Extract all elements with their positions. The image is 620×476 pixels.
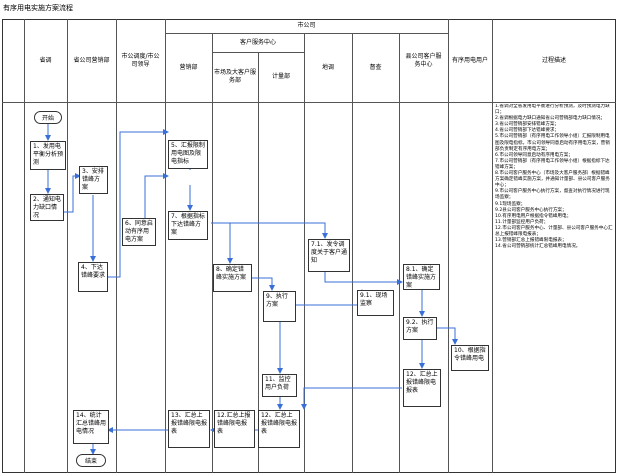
step-3-peak-plan: 3、安排错峰方案 (79, 166, 108, 194)
step-9-2-county-execute: 9.2、执行方案 (403, 317, 437, 340)
page-title: 有序用电实施方案流程 (3, 4, 73, 12)
header-market-service: 市场及大客户服务部 (214, 69, 257, 84)
swimlane-frame (2, 19, 616, 473)
desc-line: 4.省公司营销部下达错峰要求； (495, 128, 560, 134)
step-5-report-limits: 5、汇报限制用电图及限电指标 (168, 140, 208, 169)
start-node: 开始 (34, 111, 62, 124)
desc-line: 14.省公司营销部统计汇总错峰用电情况。 (495, 244, 581, 250)
desc-line: 1.省调对全省发用电平衡进行分析预测，及时预测电力缺口； (495, 104, 610, 116)
desc-line: 10.有序用电用户根据指令错峰用电； (495, 213, 572, 219)
step-7-issue-plan: 7、根据指标下达错峰方案 (168, 211, 208, 240)
step-9-execute-plan: 9、执行方案 (263, 291, 296, 322)
desc-line: 8.市公司客户服务中心（市场及大客户服务部）根据错峰方案确定错峰实施方案，并通知… (495, 171, 610, 189)
process-description: 1.省调对全省发用电平衡进行分析预测，及时预测电力缺口； 2.省调根据电力缺口通… (495, 104, 613, 466)
step-14-summary: 14、统计汇总错峰用电情况 (73, 410, 109, 444)
step-8-1-county-plan: 8.1、确定错峰实施方案 (403, 264, 440, 290)
step-7-1-dispatch-notice: 7.1、发令调度关于客户通知 (308, 239, 350, 272)
header-divider-city (165, 33, 448, 34)
desc-line: 5.市公司营销部（有序用电工作领导小组）汇报限制用电图及限电指标，市公司领导同意… (495, 134, 610, 152)
col-divider (165, 19, 166, 473)
step-9-1-field-inspection: 9.1、现场监察 (357, 290, 394, 316)
step-13-marketing-report: 13、汇总上报错峰限电报表 (168, 410, 210, 448)
header-process-description: 过程描述 (541, 56, 566, 64)
col-divider (304, 33, 305, 473)
col-divider (448, 19, 449, 473)
header-marketing-dept: 营销部 (179, 63, 198, 71)
step-8-confirm-plan: 8、确定错峰实施方案 (213, 264, 252, 292)
desc-line: 11.计量部监控用户负荷； (495, 219, 549, 225)
header-bottom-line (2, 102, 616, 103)
desc-line: 6.市公司领导同意启动有序用电方案； (495, 152, 573, 158)
header-orderly-customer: 有序用电用户 (451, 56, 488, 64)
col-divider (399, 33, 400, 473)
step-1-balance-forecast: 1、发用电平衡分析预测 (30, 141, 66, 170)
desc-line: 9.1现场监察； (495, 201, 526, 207)
step-12-metering-report: 12、汇总上报错峰限电报表 (258, 410, 300, 448)
desc-line: 12.市公司客户服务中心、计量部、县公司客户服务中心汇总上报错峰限电报表； (495, 225, 613, 237)
step-4-issue-requirement: 4、下达错峰要求 (78, 262, 108, 292)
col-divider (492, 19, 493, 473)
desc-line: 13.营销部汇总上报错峰限电报表； (495, 238, 567, 244)
header-dispatch: 地调 (321, 63, 334, 71)
header-city-dispatch: 市公调度/市公司领导 (121, 52, 160, 68)
step-12-county-report: 12、汇总上报错峰限电报表 (403, 369, 441, 407)
header-provincial-dispatch: 省调 (39, 56, 52, 64)
header-county-service: 县公司客户服务中心 (405, 52, 442, 68)
col-divider (24, 19, 25, 473)
desc-line: 9.市公司客户服务中心执行方案，督查对执行情况进行现场监察； (495, 189, 610, 201)
desc-line: 3.省公司营销部安排错峰方案； (495, 122, 560, 128)
header-metering: 计量部 (271, 73, 290, 80)
step-11-monitor-load: 11、监控用户负荷 (262, 374, 297, 397)
desc-line: 2.省调根据电力缺口通知省公司营销部电力缺口情况； (495, 116, 606, 122)
header-customer-service-center: 客户服务中心 (239, 38, 276, 46)
col-divider (258, 52, 259, 473)
col-divider (116, 19, 117, 473)
desc-line: 7.市公司营销部（有序用电工作领导小组）根据指标下达错峰方案； (495, 158, 610, 170)
step-2-notify-gap: 2、通知电力缺口情况 (30, 194, 64, 221)
header-city-company: 市公司 (297, 22, 316, 29)
header-provincial-marketing: 省公司营销部 (73, 56, 110, 64)
step-10-customer-peak-shift: 10、根据指令错峰用电 (451, 345, 489, 371)
col-divider (67, 19, 68, 473)
step-6-approve-plan: 6、同意启动有序用电方案 (122, 218, 156, 246)
end-node: 结束 (76, 454, 106, 467)
step-12-market-report: 12.汇总上报错峰限电报表 (214, 410, 255, 448)
desc-line: 9.2县公司客户服务中心执行方案； (495, 207, 567, 213)
header-inspection: 督查 (369, 63, 382, 71)
col-divider (352, 33, 353, 473)
col-divider (212, 33, 213, 473)
